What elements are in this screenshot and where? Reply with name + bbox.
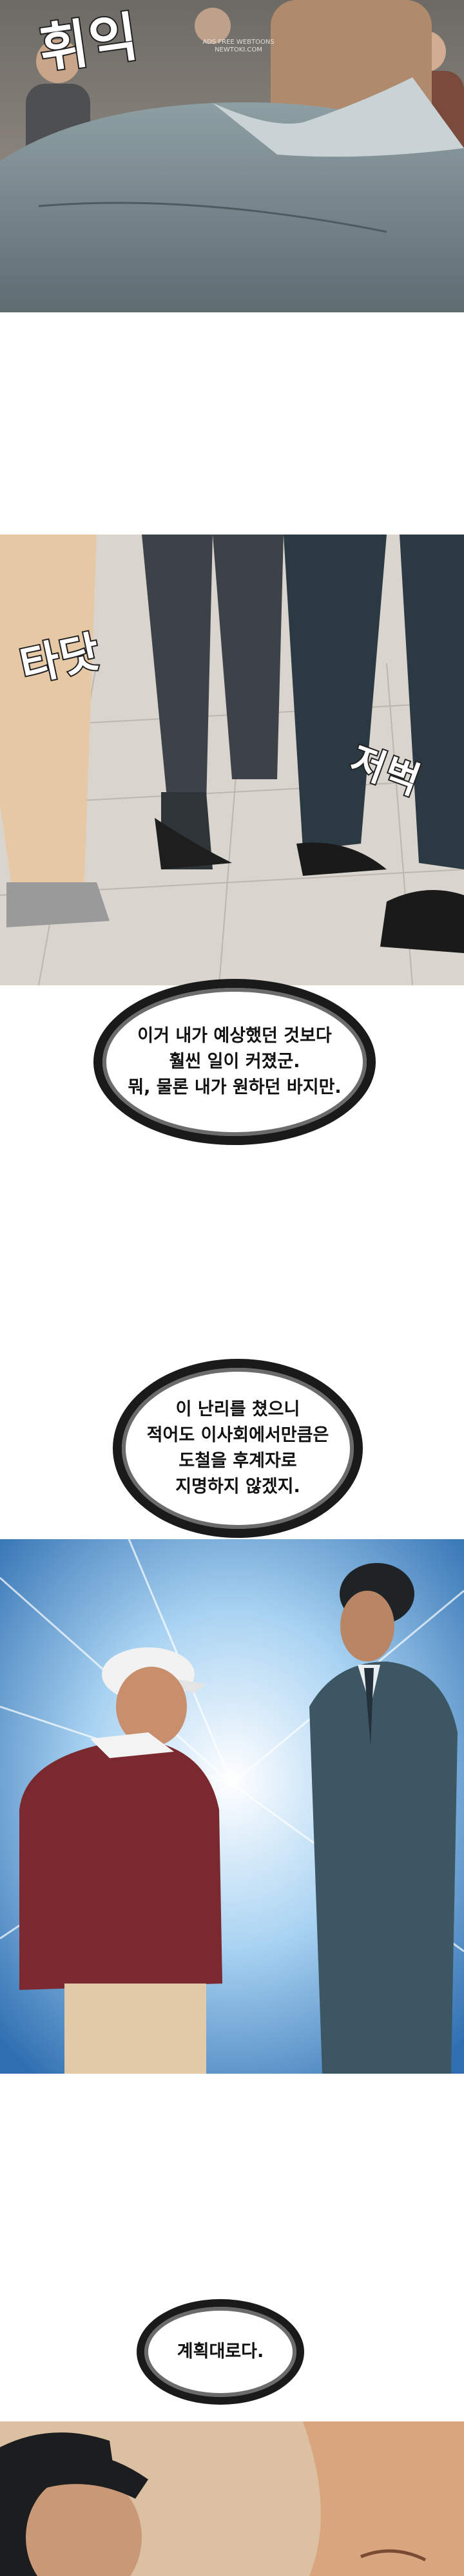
- bubble-2-line-2: 적어도 이사회에서만큼은: [146, 1425, 329, 1445]
- speech-bubble-3: 계획대로다.: [137, 2299, 304, 2405]
- bubble-1-line-1: 이거 내가 예상했던 것보다: [137, 1026, 332, 1046]
- panel-faces-closeup: [0, 2421, 464, 2576]
- bubble-1-line-3: 뭐, 물론 내가 원하던 바지만.: [128, 1077, 342, 1097]
- watermark-line1: ADS FREE WEBTOONS: [202, 39, 275, 46]
- watermark-line2: NEWTOKI.COM: [215, 46, 262, 53]
- bubble-2-line-1: 이 난리를 쳤으니: [175, 1399, 300, 1419]
- sfx-whoosh: 휘익: [34, 5, 144, 82]
- panel-legs-art: [0, 535, 464, 985]
- bubble-2-line-3: 도철을 후계자로: [179, 1451, 297, 1471]
- panel-two-men: [0, 1539, 464, 2074]
- bubble-1-line-2: 훨씬 일이 커졌군.: [169, 1052, 300, 1072]
- panel-walking-legs: 타닷 저벅: [0, 535, 464, 985]
- speech-bubble-1: 이거 내가 예상했던 것보다 훨씬 일이 커졌군. 뭐, 물론 내가 원하던 바…: [93, 979, 376, 1145]
- bubble-3-line-1: 계획대로다.: [177, 2342, 264, 2362]
- panel-crowd-back: 휘익 ADS FREE WEBTOONS NEWTOKI.COM: [0, 0, 464, 312]
- panel-men-art: [0, 1539, 464, 2074]
- panel-crowd-art: [0, 0, 464, 312]
- speech-bubble-2: 이 난리를 쳤으니 적어도 이사회에서만큼은 도철을 후계자로 지명하지 않겠지…: [113, 1359, 363, 1538]
- bubble-2-line-4: 지명하지 않겠지.: [175, 1477, 300, 1497]
- watermark: ADS FREE WEBTOONS NEWTOKI.COM: [187, 39, 290, 54]
- panel-faces-art: [0, 2421, 464, 2576]
